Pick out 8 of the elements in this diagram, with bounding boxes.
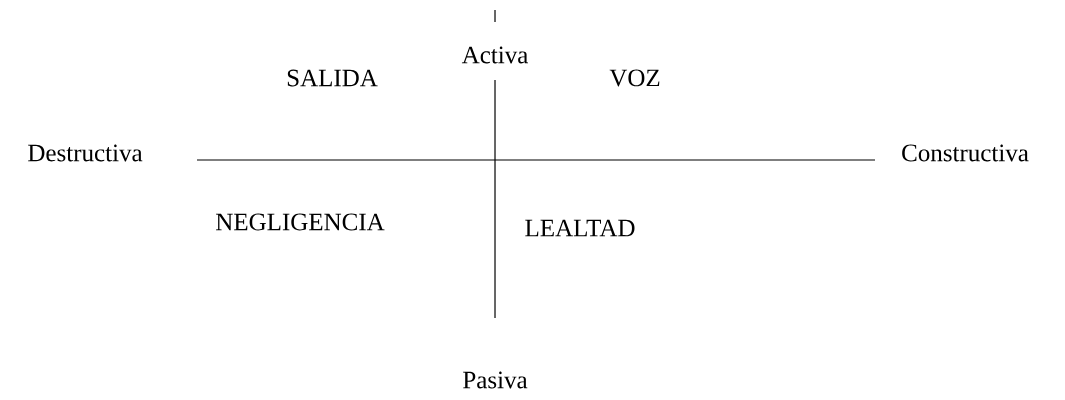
axis-label: LEALTAD: [525, 219, 635, 237]
axis-label: Activa: [461, 46, 528, 64]
axis-label: Pasiva: [463, 371, 528, 389]
axis-label: Destructiva: [28, 144, 143, 162]
axis-label: Constructiva: [902, 144, 1029, 162]
axis-label: SALIDA: [287, 69, 378, 87]
axis-label: VOZ: [609, 69, 660, 87]
axis-label: NEGLIGENCIA: [216, 213, 385, 231]
